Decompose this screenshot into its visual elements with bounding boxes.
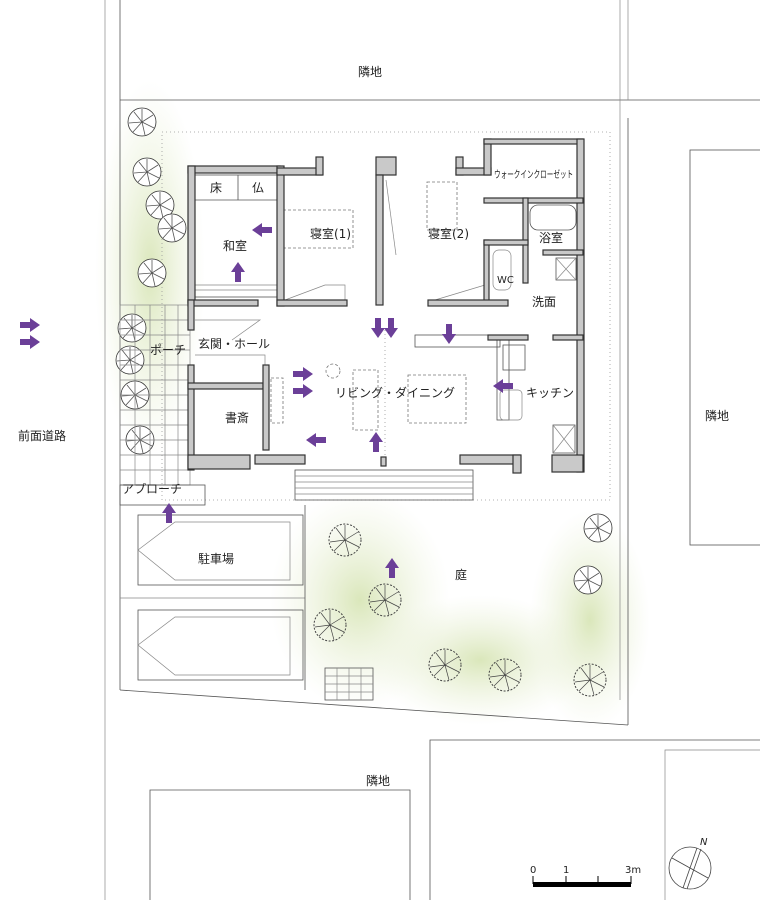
label-washitsu: 和室 <box>223 238 247 253</box>
label-bedroom1: 寝室(1) <box>310 226 351 241</box>
label-kitchen: キッチン <box>526 386 574 400</box>
label-washroom: 洗面 <box>532 295 556 309</box>
scale-tick-1: 1 <box>563 865 569 876</box>
label-front-road: 前面道路 <box>18 428 66 443</box>
label-tokonoma: 床 <box>210 181 222 195</box>
label-bathroom: 浴室 <box>539 230 563 245</box>
label-study: 書斎 <box>225 410 249 425</box>
label-parking: 駐車場 <box>198 551 234 566</box>
label-living-dining: リビング・ダイニング <box>335 385 455 400</box>
view-arrows <box>20 223 513 578</box>
interior-details <box>194 174 577 460</box>
scale-tick-0: 0 <box>530 865 536 876</box>
label-approach: アプローチ <box>122 482 182 496</box>
parking <box>120 505 374 701</box>
room-labels: 隣地 隣地 隣地 前面道路 床 仏 和室 寝室(1) 寝室(2) ウォークインク… <box>18 64 729 788</box>
label-neighbor-bottom: 隣地 <box>366 773 390 788</box>
label-neighbor-right: 隣地 <box>705 408 729 423</box>
scale-tick-3m: 3m <box>625 865 641 876</box>
label-butsudan: 仏 <box>252 181 264 195</box>
label-neighbor-top: 隣地 <box>358 64 382 79</box>
label-porch: ポーチ <box>150 343 186 357</box>
label-wc: WC <box>497 275 514 286</box>
north-arrow: N <box>668 837 712 890</box>
scale-bar: 0 1 3m <box>530 865 641 887</box>
label-garden: 庭 <box>455 567 467 582</box>
label-bedroom2: 寝室(2) <box>428 226 469 241</box>
north-label: N <box>700 837 708 848</box>
walls <box>187 138 585 474</box>
site-boundaries <box>104 0 760 900</box>
label-walk-in-closet: ウォークインクローゼット <box>494 169 573 181</box>
label-entrance-hall: 玄関・ホール <box>198 336 270 351</box>
